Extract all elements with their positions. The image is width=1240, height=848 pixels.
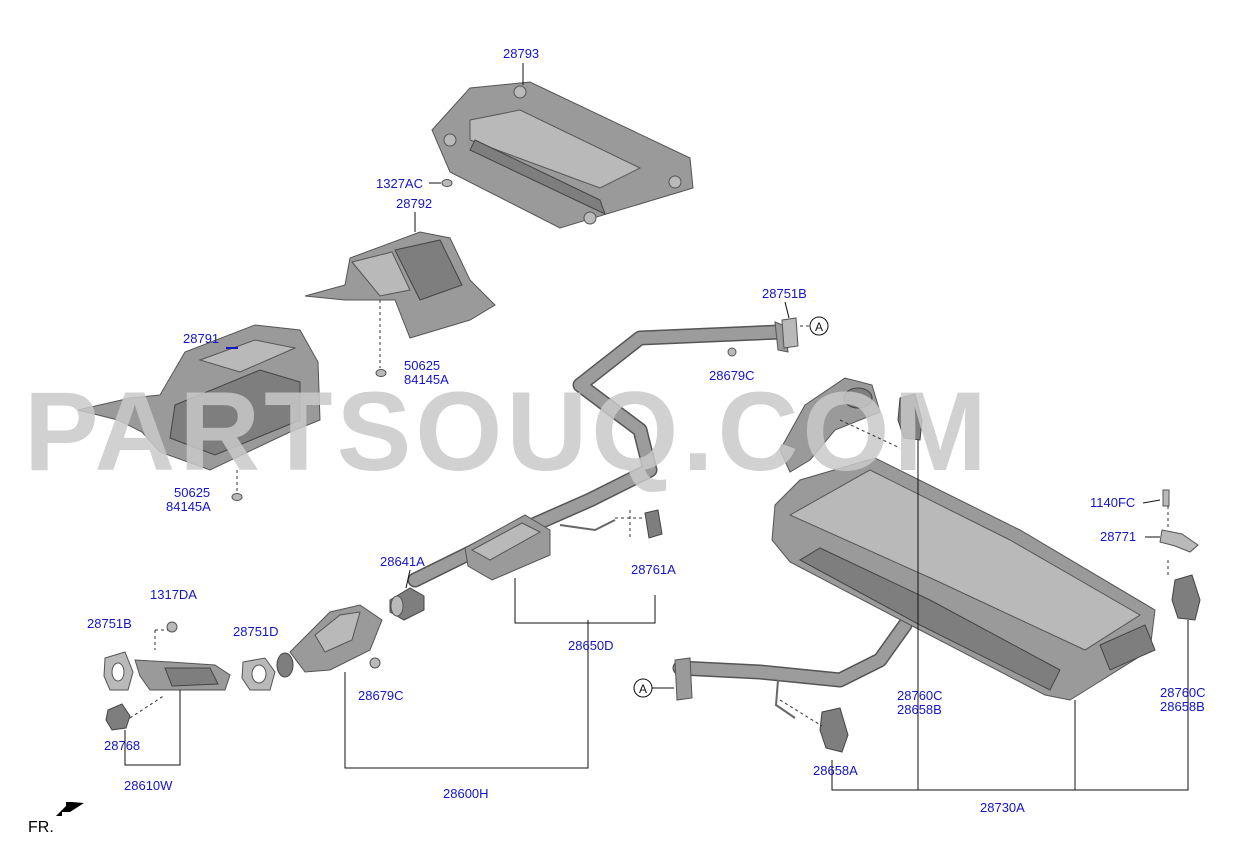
heat-shield-28792 (304, 231, 496, 339)
label-28760C-right[interactable]: 28760C (1160, 685, 1206, 700)
catalytic-converter-28600H (276, 604, 383, 678)
label-28658B-right[interactable]: 28658B (1160, 699, 1205, 714)
label-28641A[interactable]: 28641A (380, 554, 425, 569)
reference-marker-top: A (809, 316, 829, 336)
label-50625-upper[interactable]: 50625 (404, 358, 440, 373)
label-28791[interactable]: 28791 (183, 331, 219, 346)
label-50625-lower[interactable]: 50625 (174, 485, 210, 500)
label-28768[interactable]: 28768 (104, 738, 140, 753)
reference-marker-bottom: A (633, 678, 674, 698)
label-28679C-top[interactable]: 28679C (709, 368, 755, 383)
label-28792[interactable]: 28792 (396, 196, 432, 211)
label-28760C-mid[interactable]: 28760C (897, 688, 943, 703)
front-pipe-28610W (134, 659, 231, 691)
label-28658A[interactable]: 28658A (813, 763, 858, 778)
label-28658B-mid[interactable]: 28658B (897, 702, 942, 717)
label-28600H[interactable]: 28600H (443, 786, 489, 801)
bracket-28771 (1159, 489, 1199, 553)
label-84145A-lower[interactable]: 84145A (166, 499, 211, 514)
label-28730A[interactable]: 28730A (980, 800, 1025, 815)
svg-text:A: A (639, 682, 647, 696)
label-1327AC[interactable]: 1327AC (376, 176, 423, 191)
label-28751B-left[interactable]: 28751B (87, 616, 132, 631)
label-28771[interactable]: 28771 (1100, 529, 1136, 544)
center-pipe-28650D (407, 321, 789, 588)
watermark-text: PARTSOUQ.COM (24, 369, 991, 494)
clamp-28641A (389, 587, 425, 621)
svg-text:A: A (815, 320, 823, 334)
heat-shield-28793 (431, 81, 694, 229)
leader-lines (124, 63, 1189, 791)
fastener-nuts (166, 179, 737, 669)
front-direction-indicator: FR. (28, 802, 84, 836)
label-28650D[interactable]: 28650D (568, 638, 614, 653)
arrow-icon (56, 802, 84, 816)
label-28751B-top[interactable]: 28751B (762, 286, 807, 301)
label-28751D[interactable]: 28751D (233, 624, 279, 639)
part-labels: 28793 1327AC 28792 28791 50625 84145A 50… (87, 46, 1206, 815)
gaskets (103, 317, 799, 691)
label-84145A-upper[interactable]: 84145A (404, 372, 449, 387)
rear-muffler-28730A (672, 377, 1156, 719)
label-28793[interactable]: 28793 (503, 46, 539, 61)
label-28610W[interactable]: 28610W (124, 778, 173, 793)
label-1140FC[interactable]: 1140FC (1090, 495, 1135, 510)
label-1317DA[interactable]: 1317DA (150, 587, 197, 602)
rubber-hangers (105, 393, 1201, 753)
heat-shield-28791 (77, 324, 321, 471)
label-28679C-bottom[interactable]: 28679C (358, 688, 404, 703)
label-28761A[interactable]: 28761A (631, 562, 676, 577)
front-direction-label: FR. (28, 819, 54, 836)
